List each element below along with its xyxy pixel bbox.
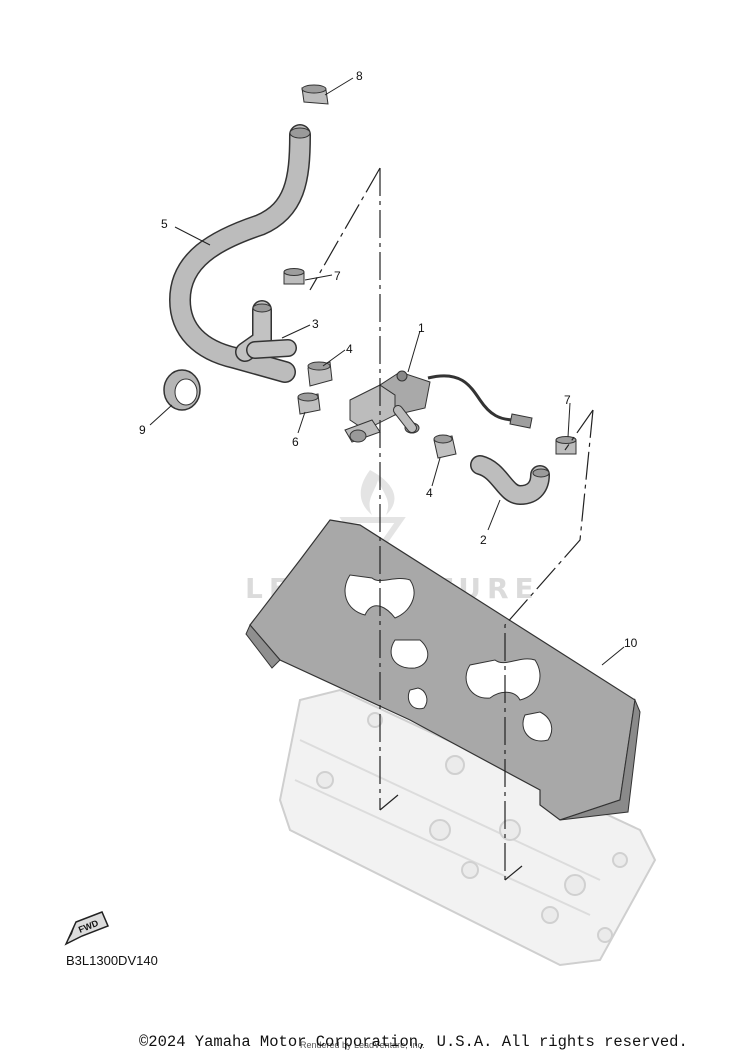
callout-3: 3 — [312, 317, 319, 331]
hose-part-2[interactable] — [470, 455, 550, 506]
assembly-lines — [309, 167, 594, 881]
callout-2: 2 — [480, 533, 487, 547]
ring-part-9[interactable] — [163, 369, 201, 411]
callout-4-lower: 4 — [426, 486, 433, 500]
callout-1: 1 — [418, 321, 425, 335]
clamp-part-7-right[interactable] — [555, 436, 577, 455]
pipe-part-3[interactable] — [235, 300, 297, 362]
hose-part-5[interactable] — [168, 124, 311, 383]
clamp-part-4-upper[interactable] — [307, 361, 333, 387]
clamp-part-6[interactable] — [297, 392, 321, 415]
callout-labels: 8 5 7 3 4 1 9 6 7 4 2 10 — [139, 69, 638, 650]
fwd-arrow-icon: FWD — [64, 911, 109, 946]
callout-7-upper: 7 — [334, 269, 341, 283]
callout-6: 6 — [292, 435, 299, 449]
air-cut-valve-part-1[interactable] — [344, 370, 533, 443]
callout-9: 9 — [139, 423, 146, 437]
callout-8: 8 — [356, 69, 363, 83]
watermark-flame-icon — [360, 470, 395, 515]
callout-10: 10 — [624, 636, 638, 650]
leader-lines — [149, 77, 625, 666]
copyright-text: ©2024 Yamaha Motor Corporation, U.S.A. A… — [139, 1033, 688, 1051]
rendered-by-text: Rendered by LeadVenture, Inc. — [300, 1040, 425, 1050]
heat-shield-part-10[interactable] — [245, 519, 641, 821]
callout-7-right: 7 — [564, 393, 571, 407]
clamp-part-8[interactable] — [301, 84, 329, 105]
callout-4-upper: 4 — [346, 342, 353, 356]
callout-5: 5 — [161, 217, 168, 231]
clamp-part-4-lower[interactable] — [433, 434, 457, 459]
diagram-code: B3L1300DV140 — [66, 953, 158, 968]
clamp-part-7-upper[interactable] — [283, 268, 305, 285]
